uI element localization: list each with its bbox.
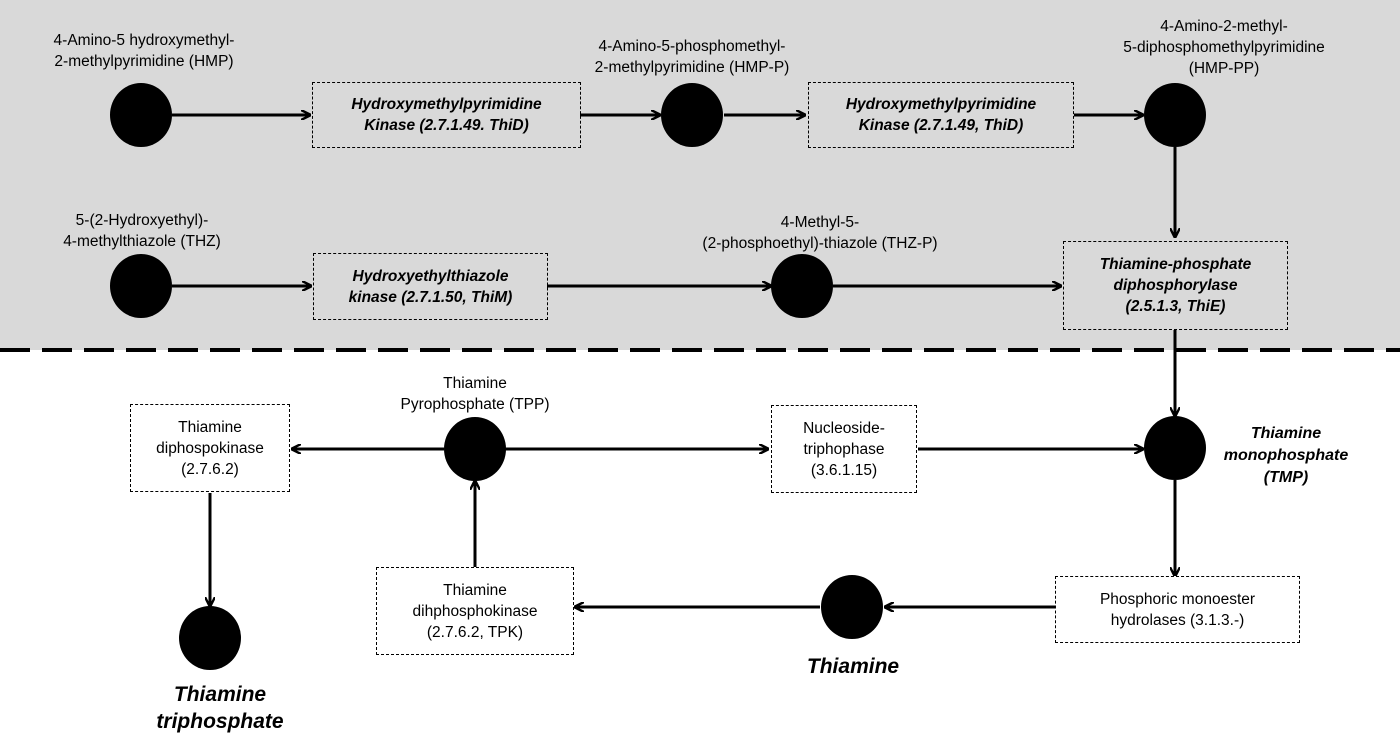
enzyme-nucleoside-triphophase: Nucleoside-triphophase(3.6.1.15) bbox=[771, 405, 917, 493]
node-tmp bbox=[1144, 416, 1206, 480]
label-thiamine: Thiamine bbox=[806, 655, 900, 678]
label-ttp: Thiamine triphosphate bbox=[156, 683, 284, 733]
label-hmp: 4-Amino-5 hydroxymethyl-2-methylpyrimidi… bbox=[53, 32, 235, 70]
node-thz-p bbox=[771, 254, 833, 318]
label-hmp-p: 4-Amino-5-phosphomethyl-2-methylpyrimidi… bbox=[594, 38, 790, 76]
node-hmp-p bbox=[661, 83, 723, 147]
node-thz bbox=[110, 254, 172, 318]
upper-region bbox=[0, 0, 1400, 350]
node-hmp bbox=[110, 83, 172, 147]
node-hmp-pp bbox=[1144, 83, 1206, 147]
label-thz-p: 4-Methyl-5-(2-phosphoethyl)-thiazole (TH… bbox=[702, 214, 938, 252]
label-thz: 5-(2-Hydroxyethyl)-4-methylthiazole (THZ… bbox=[63, 212, 221, 250]
node-tpp bbox=[444, 417, 506, 481]
label-hmp-pp: 4-Amino-2-methyl-5-diphosphomethylpyrimi… bbox=[1123, 18, 1325, 77]
label-tmp: Thiamine monophosphate (TMP) bbox=[1223, 425, 1349, 486]
node-ttp bbox=[179, 606, 241, 670]
node-thiamine bbox=[821, 575, 883, 639]
